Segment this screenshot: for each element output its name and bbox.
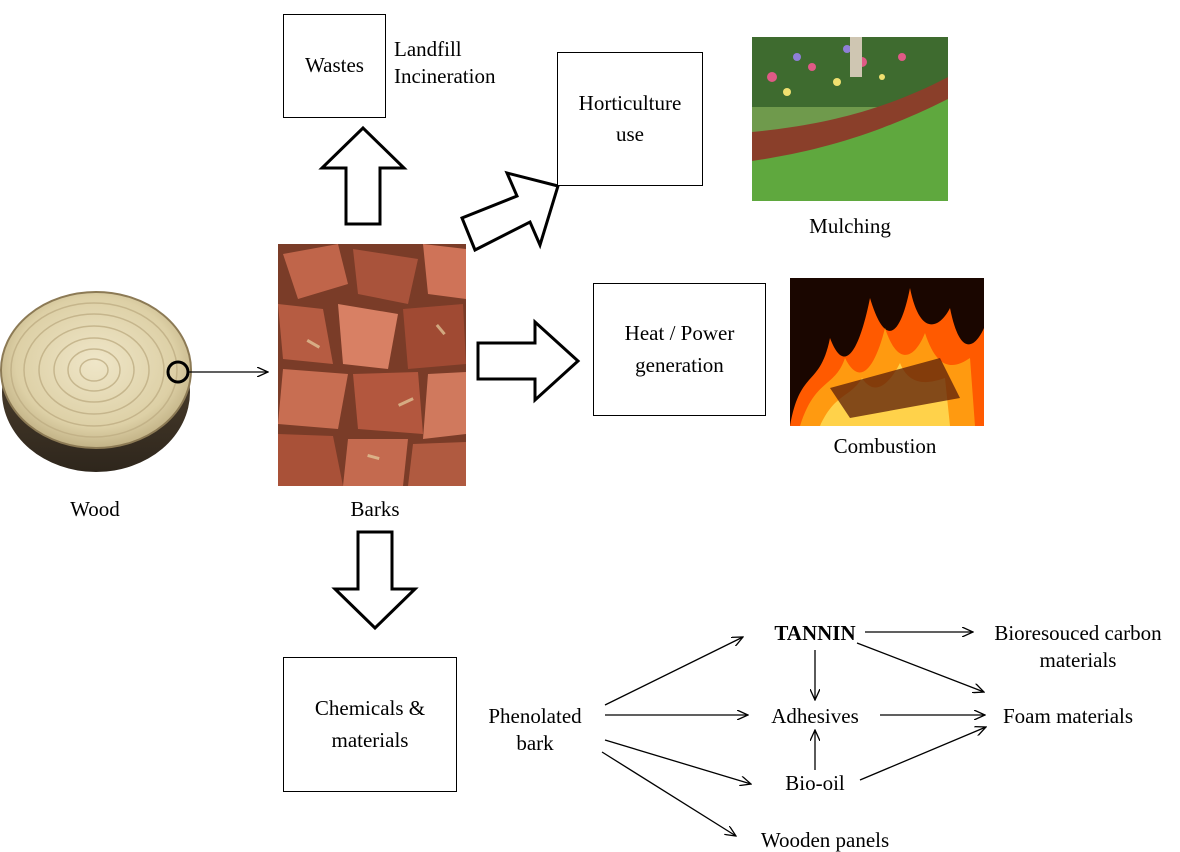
heat-power-box: Heat / Power generation (593, 283, 766, 416)
arrow-phenolated-to-tannin (604, 637, 743, 706)
combustion-label: Combustion (833, 434, 937, 458)
bio-oil-label: Bio-oil (785, 771, 845, 795)
block-arrow-right (476, 318, 581, 404)
barks-label: Barks (350, 497, 400, 521)
adhesives-label: Adhesives (771, 704, 859, 728)
arrow-tannin-to-foam (856, 642, 984, 692)
arrow-biooil-to-foam (859, 727, 986, 781)
carbon-materials-label: Bioresouced carbon materials (994, 621, 1162, 673)
arrow-phenolated-to-panels (601, 751, 736, 836)
bark-chips-image (278, 244, 466, 486)
combustion-fire-image (790, 278, 984, 426)
block-arrow-up (318, 125, 408, 226)
tannin-label: TANNIN (774, 621, 856, 645)
wastes-label: Wastes (305, 53, 364, 78)
heat-power-label: Heat / Power generation (624, 321, 735, 377)
mulching-label: Mulching (809, 214, 891, 238)
horticulture-label: Horticulture use (578, 90, 682, 147)
mulching-garden-image (752, 37, 948, 201)
foam-materials-label: Foam materials (1003, 704, 1134, 728)
chemicals-materials-label: Chemicals & materials (314, 696, 426, 752)
landfill-incineration-label: Landfill Incineration (394, 37, 496, 89)
horticulture-box: Horticulture use (557, 52, 703, 186)
bark-location-circle (166, 360, 190, 384)
chemicals-materials-box: Chemicals & materials (283, 657, 457, 792)
wooden-panels-label: Wooden panels (760, 828, 890, 852)
block-arrow-diagonal (460, 170, 560, 253)
arrow-phenolated-to-biooil (604, 739, 751, 784)
wood-label: Wood (70, 497, 120, 521)
block-arrow-down (331, 530, 419, 631)
wastes-box: Wastes (283, 14, 386, 118)
phenolated-bark-label: Phenolated bark (488, 704, 582, 756)
